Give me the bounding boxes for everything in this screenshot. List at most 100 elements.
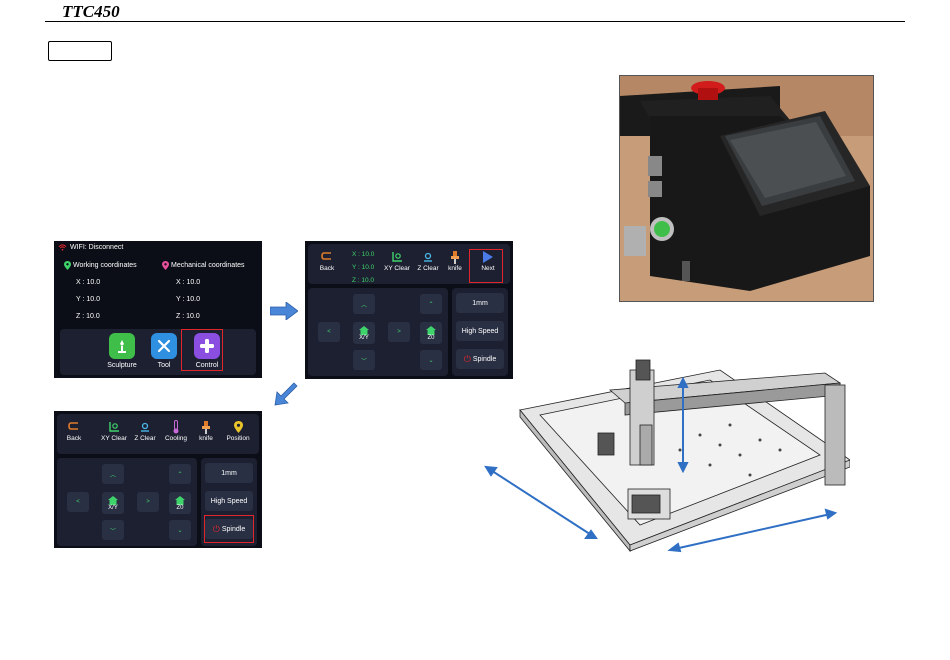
jog-up-button[interactable]: ︿: [353, 294, 375, 314]
working-x: X : 10.0: [76, 279, 101, 286]
dpad-icon: [194, 333, 220, 359]
jog-left-button[interactable]: <: [67, 492, 89, 512]
knife-button[interactable]: knife: [444, 249, 466, 272]
z-down-icon: ⌄: [428, 357, 434, 364]
home-z-label: Z0: [427, 334, 435, 341]
xy-clear-icon: [392, 252, 402, 262]
control-screen-next: Back X : 10.0 Y : 10.0 Z : 10.0 XY Clear…: [305, 241, 513, 379]
knife-label: knife: [199, 435, 213, 442]
spindle-label: Spindle: [472, 355, 497, 363]
control-side-panel: 1mm High Speed ⏻ Spindle: [452, 288, 508, 376]
xy-clear-button[interactable]: XY Clear: [380, 249, 414, 272]
spindle-button[interactable]: ⏻ Spindle: [205, 519, 253, 539]
working-z: Z : 10.0: [76, 313, 100, 320]
back-button[interactable]: Back: [59, 419, 89, 442]
jog-down-button[interactable]: ﹀: [102, 520, 124, 540]
home-z-button[interactable]: Z0: [169, 492, 191, 514]
z-clear-button[interactable]: Z Clear: [414, 249, 442, 272]
jog-pad: ︿ < X/Y > ﹀ ⌃ Z0 ⌄: [308, 288, 448, 376]
home-xy-label: X/Y: [359, 334, 369, 341]
map-pin-icon: [233, 421, 243, 433]
chevron-left-icon: <: [76, 499, 80, 505]
chevron-left-icon: <: [327, 329, 331, 335]
home-icon: [175, 495, 185, 505]
right-arrow-icon: [270, 302, 298, 320]
app-control[interactable]: Control: [187, 333, 227, 369]
xy-clear-icon: [109, 422, 119, 432]
z-up-button[interactable]: ⌃: [420, 294, 442, 314]
chevron-right-icon: >: [146, 499, 150, 505]
location-pin-icon: [64, 261, 71, 270]
home-icon: [359, 325, 369, 335]
jog-left-button[interactable]: <: [318, 322, 340, 342]
control-highlight-box: [181, 329, 223, 371]
jog-down-button[interactable]: ﹀: [353, 350, 375, 370]
wifi-icon: [58, 244, 67, 251]
back-icon: [321, 252, 331, 260]
speed-button[interactable]: High Speed: [456, 321, 504, 341]
chevron-down-icon: ﹀: [109, 528, 116, 535]
step-button[interactable]: 1mm: [205, 463, 253, 483]
working-coordinates-header: Working coordinates: [64, 261, 137, 270]
wrench-screwdriver-icon: [151, 333, 177, 359]
z-up-icon: ⌃: [177, 471, 183, 478]
z-down-button[interactable]: ⌄: [169, 520, 191, 540]
home-z-button[interactable]: Z0: [420, 322, 442, 344]
mechanical-coordinates-label: Mechanical coordinates: [171, 262, 245, 269]
chevron-up-icon: ︿: [360, 302, 367, 309]
back-button[interactable]: Back: [312, 249, 342, 272]
home-xy-button[interactable]: X/Y: [102, 492, 124, 514]
jog-up-button[interactable]: ︿: [102, 464, 124, 484]
mechanical-x: X : 10.0: [176, 279, 201, 286]
app-sculpture-label: Sculpture: [107, 362, 137, 369]
down-left-arrow-icon: [274, 382, 298, 406]
app-control-label: Control: [195, 362, 219, 369]
z-clear-label: Z Clear: [417, 265, 439, 272]
wifi-status: WIFI: Disconnect: [58, 244, 123, 251]
mechanical-y: Y : 10.0: [176, 296, 201, 303]
knife-icon: [202, 420, 210, 434]
mechanical-z: Z : 10.0: [176, 313, 200, 320]
app-sculpture[interactable]: Sculpture: [102, 333, 142, 369]
home-icon: [108, 495, 118, 505]
jog-right-button[interactable]: >: [388, 322, 410, 342]
knife-label: knife: [448, 265, 462, 272]
home-xy-label: X/Y: [108, 504, 118, 511]
knife-icon: [451, 250, 459, 264]
step-button[interactable]: 1mm: [456, 293, 504, 313]
location-pin-icon: [162, 261, 169, 270]
next-highlight-box: [469, 249, 503, 283]
wifi-status-text: WIFI: Disconnect: [70, 244, 124, 251]
position-button[interactable]: Position: [221, 419, 255, 442]
xy-clear-button[interactable]: XY Clear: [97, 419, 131, 442]
back-label: Back: [66, 435, 82, 442]
cnc-machine-diagram: [484, 359, 850, 553]
home-xy-button[interactable]: X/Y: [353, 322, 375, 344]
app-tool[interactable]: Tool: [144, 333, 184, 369]
control-screen-spindle: Back XY Clear Z Clear Cooling knife Posi…: [54, 411, 262, 548]
next-label: Next: [481, 265, 495, 272]
z-clear-button[interactable]: Z Clear: [131, 419, 159, 442]
z-up-button[interactable]: ⌃: [169, 464, 191, 484]
control-toolbar: Back X : 10.0 Y : 10.0 Z : 10.0 XY Clear…: [308, 244, 510, 284]
header-rule: [45, 21, 905, 22]
readout-z: Z : 10.0: [352, 277, 375, 284]
z-clear-icon: [141, 422, 149, 432]
speed-label: High Speed: [210, 497, 248, 505]
sculpture-icon: [109, 333, 135, 359]
power-icon: ⏻: [212, 523, 220, 534]
xy-clear-label: XY Clear: [384, 265, 410, 272]
speed-button[interactable]: High Speed: [205, 491, 253, 511]
jog-right-button[interactable]: >: [137, 492, 159, 512]
cooling-button[interactable]: Cooling: [161, 419, 191, 442]
power-icon: ⏻: [463, 353, 471, 364]
position-readout: X : 10.0 Y : 10.0 Z : 10.0: [352, 248, 374, 287]
next-button[interactable]: Next: [472, 249, 504, 272]
knife-button[interactable]: knife: [195, 419, 217, 442]
xy-clear-label: XY Clear: [101, 435, 127, 442]
z-down-icon: ⌄: [177, 527, 183, 534]
chevron-right-icon: >: [397, 329, 401, 335]
z-down-button[interactable]: ⌄: [420, 350, 442, 370]
spindle-button[interactable]: ⏻ Spindle: [456, 349, 504, 369]
cooling-label: Cooling: [164, 435, 188, 442]
